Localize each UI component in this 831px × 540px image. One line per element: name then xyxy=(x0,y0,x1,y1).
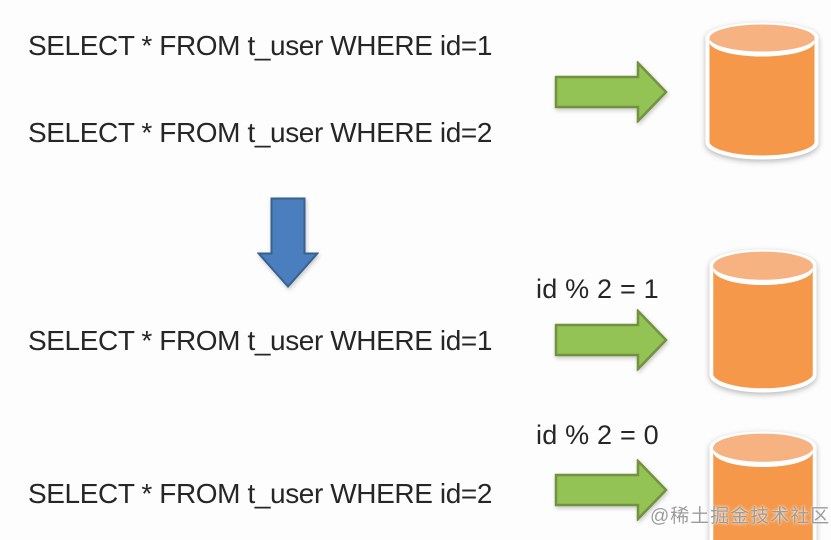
database-icon xyxy=(709,431,817,540)
database-icon xyxy=(705,22,819,160)
right-arrow-icon xyxy=(554,459,668,521)
watermark: @稀土掘金技术社区 xyxy=(650,506,831,527)
right-arrow-icon xyxy=(554,61,668,123)
right-arrow-icon xyxy=(554,309,668,371)
down-arrow-icon xyxy=(257,197,319,289)
sql-query-before-2: SELECT * FROM t_user WHERE id=2 xyxy=(28,117,492,148)
shard-rule-label-2: id % 2 = 0 xyxy=(536,420,659,450)
sql-query-after-1: SELECT * FROM t_user WHERE id=1 xyxy=(28,325,492,356)
database-icon xyxy=(709,249,817,393)
sql-query-after-2: SELECT * FROM t_user WHERE id=2 xyxy=(28,478,492,509)
shard-rule-label-1: id % 2 = 1 xyxy=(536,274,659,304)
sql-query-before-1: SELECT * FROM t_user WHERE id=1 xyxy=(28,30,492,61)
